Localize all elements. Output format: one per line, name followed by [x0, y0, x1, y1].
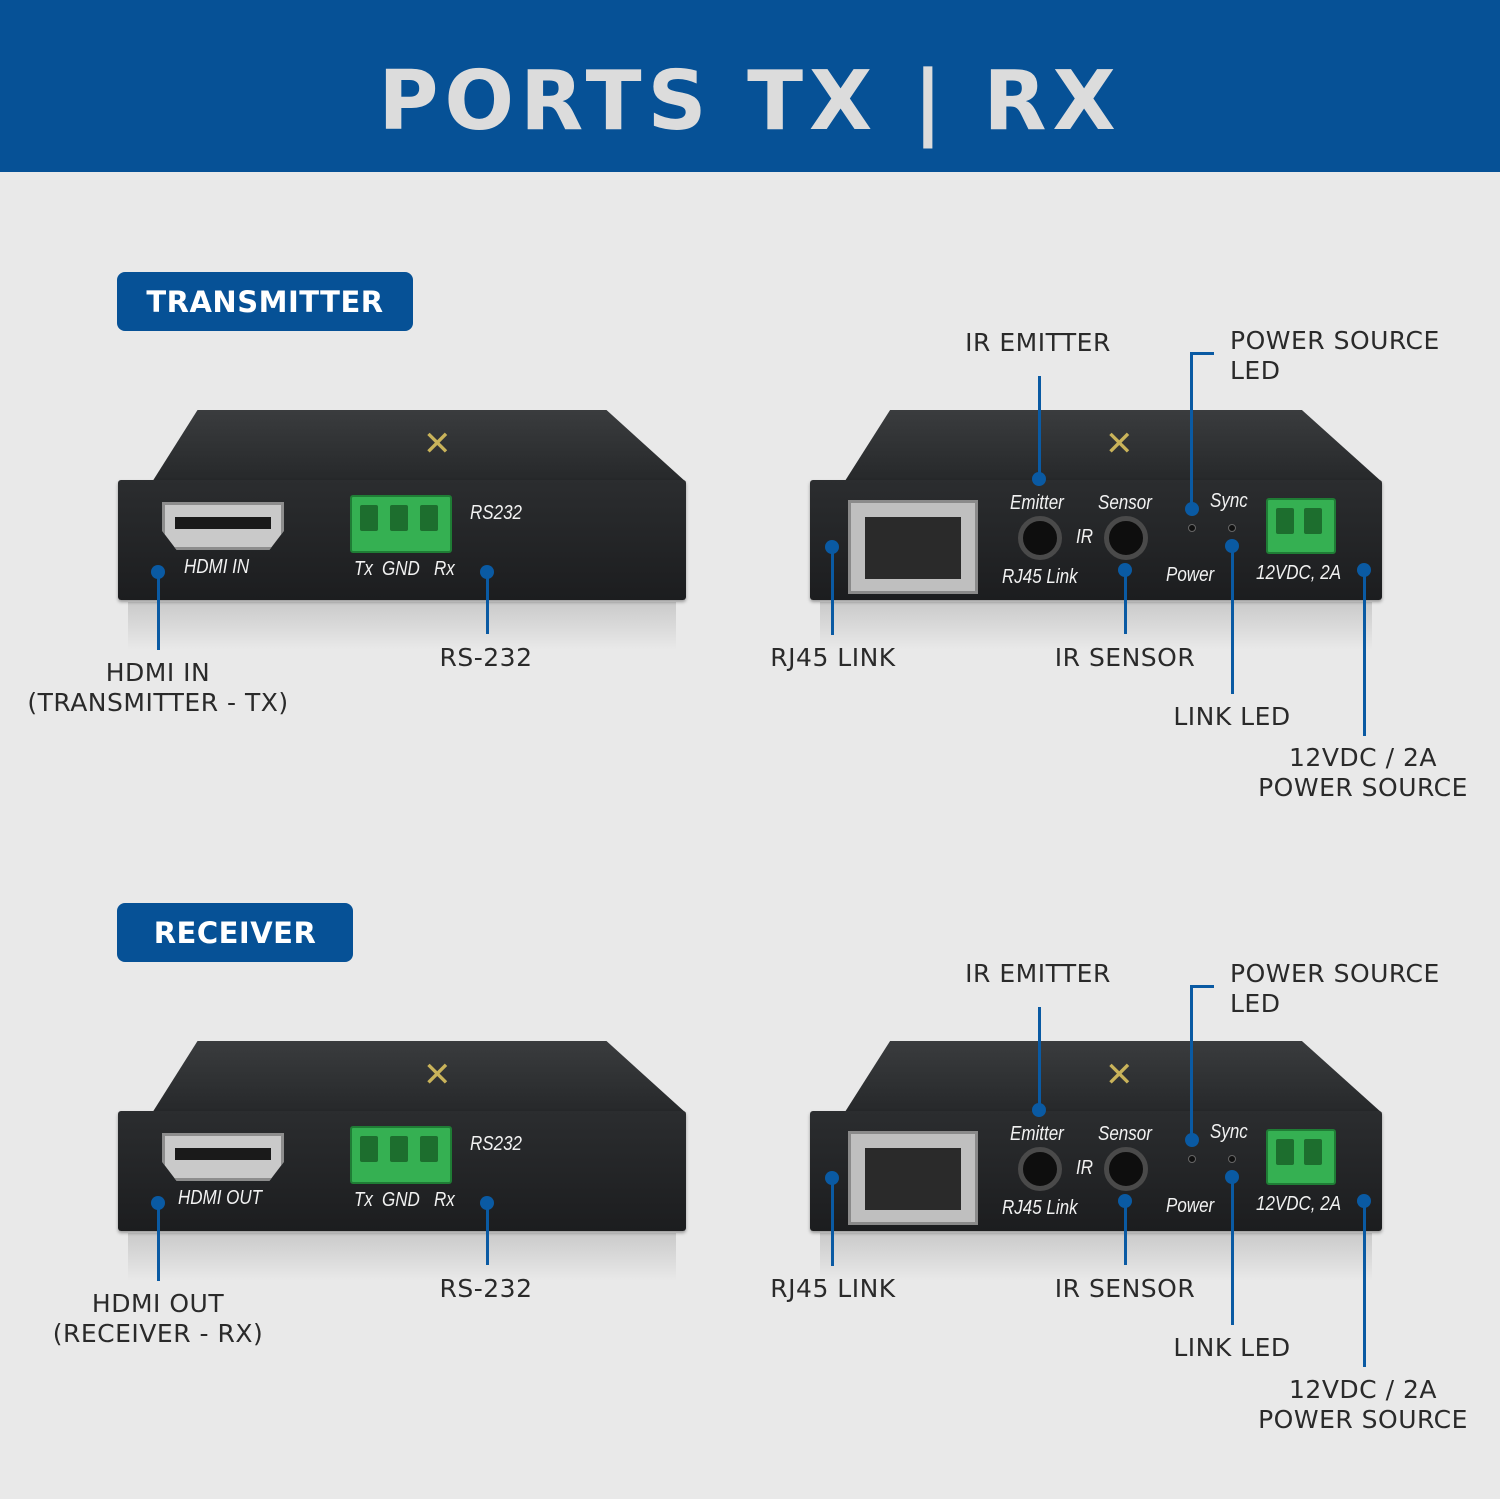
link-led-line: [1231, 546, 1234, 694]
transmitter-badge: TRANSMITTER: [117, 272, 413, 331]
power-device-label: Power: [1166, 1195, 1215, 1217]
hdmi-out-callout-line: [157, 1203, 160, 1281]
hdmi-port-label: HDMI OUT: [178, 1187, 263, 1209]
rs232-callout-line: [486, 1203, 489, 1265]
rs232-label: RS-232: [439, 643, 533, 672]
power-led-line-v: [1190, 352, 1193, 504]
power-rating-device-label: 12VDC, 2A: [1256, 562, 1342, 584]
rs232-port-label: RS232: [470, 502, 522, 524]
rs232-terminal-block: [350, 495, 452, 553]
sensor-label: Sensor: [1098, 1123, 1152, 1145]
hdmi-in-label: HDMI IN (TRANSMITTER - TX): [27, 658, 289, 717]
ir-label: IR: [1076, 526, 1093, 548]
device-logo: ✕: [423, 1055, 452, 1095]
power-source-led-label: POWER SOURCE LED: [1230, 959, 1440, 1018]
device-reflection: [820, 1233, 1372, 1281]
sync-led: [1228, 524, 1236, 532]
hdmi-out-label: HDMI OUT (RECEIVER - RX): [52, 1289, 264, 1348]
link-led-label: LINK LED: [1173, 1333, 1291, 1362]
receiver-badge: RECEIVER: [117, 903, 353, 962]
power-led: [1188, 1155, 1196, 1163]
link-led-line: [1231, 1177, 1234, 1325]
rj45-link-device-label: RJ45 Link: [1002, 1197, 1078, 1219]
device-logo: ✕: [1105, 424, 1134, 464]
power-led-line-v: [1190, 985, 1193, 1135]
device-reflection: [820, 602, 1372, 650]
sync-device-label: Sync: [1210, 490, 1248, 512]
ir-sensor-jack: [1104, 1147, 1148, 1191]
page-title: PORTS TX | RX: [378, 54, 1122, 149]
rs232-label: RS-232: [439, 1274, 533, 1303]
sync-led: [1228, 1155, 1236, 1163]
rj45-link-label: RJ45 LINK: [770, 1274, 896, 1303]
ir-emitter-label: IR EMITTER: [965, 959, 1111, 988]
power-terminal-block: [1266, 1129, 1336, 1185]
receiver-network-device: ✕ Emitter Sensor IR RJ45 Link Power Sync…: [810, 1041, 1382, 1281]
ir-emitter-dot: [1032, 472, 1046, 486]
rj45-port: [848, 500, 978, 594]
power-led-dot: [1185, 1133, 1199, 1147]
rs232-port-label: RS232: [470, 1133, 522, 1155]
transmitter-hdmi-device: ✕ HDMI IN RS232 Tx GND Rx: [118, 410, 686, 650]
power-terminal-block: [1266, 498, 1336, 554]
device-top-face: [152, 410, 686, 482]
ir-sensor-line: [1124, 1201, 1127, 1265]
power-rating-device-label: 12VDC, 2A: [1256, 1193, 1342, 1215]
rj45-port: [848, 1131, 978, 1225]
device-reflection: [128, 1233, 676, 1281]
hdmi-port: [162, 1133, 284, 1181]
emitter-label: Emitter: [1010, 492, 1064, 514]
rs232-callout-line: [486, 572, 489, 634]
ir-emitter-dot: [1032, 1103, 1046, 1117]
power-led-dot: [1185, 502, 1199, 516]
device-logo: ✕: [1105, 1055, 1134, 1095]
ir-sensor-line: [1124, 570, 1127, 634]
sync-device-label: Sync: [1210, 1121, 1248, 1143]
device-reflection: [128, 602, 676, 650]
rj45-link-label: RJ45 LINK: [770, 643, 896, 672]
power-source-line: [1363, 1201, 1366, 1367]
ir-emitter-line: [1038, 376, 1041, 476]
power-source-led-label: POWER SOURCE LED: [1230, 326, 1440, 385]
power-led-line-h: [1190, 352, 1214, 355]
receiver-hdmi-device: ✕ HDMI OUT RS232 Tx GND Rx: [118, 1041, 686, 1281]
rs232-terminal-block: [350, 1126, 452, 1184]
ir-emitter-label: IR EMITTER: [965, 328, 1111, 357]
device-logo: ✕: [423, 424, 452, 464]
transmitter-network-device: ✕ Emitter Sensor IR RJ45 Link Power Sync…: [810, 410, 1382, 650]
emitter-label: Emitter: [1010, 1123, 1064, 1145]
ir-emitter-jack: [1018, 516, 1062, 560]
power-device-label: Power: [1166, 564, 1215, 586]
rj45-link-device-label: RJ45 Link: [1002, 566, 1078, 588]
power-led: [1188, 524, 1196, 532]
rj45-link-line: [831, 1178, 834, 1266]
tx-pin-label: Tx: [354, 558, 373, 580]
header-banner: PORTS TX | RX: [0, 0, 1500, 172]
hdmi-callout-line: [157, 572, 160, 650]
hdmi-port-label: HDMI IN: [184, 556, 250, 578]
device-top-face: [844, 410, 1382, 482]
hdmi-port: [162, 502, 284, 550]
ir-emitter-jack: [1018, 1147, 1062, 1191]
sensor-label: Sensor: [1098, 492, 1152, 514]
device-top-face: [844, 1041, 1382, 1113]
rx-pin-label: Rx: [434, 558, 455, 580]
rj45-link-line: [831, 547, 834, 635]
device-top-face: [152, 1041, 686, 1113]
power-led-line-h: [1190, 985, 1214, 988]
ir-emitter-line: [1038, 1007, 1041, 1107]
ir-sensor-label: IR SENSOR: [1054, 1274, 1196, 1303]
power-source-line: [1363, 570, 1366, 736]
rx-pin-label: Rx: [434, 1189, 455, 1211]
power-source-label: 12VDC / 2A POWER SOURCE: [1258, 1375, 1468, 1434]
tx-pin-label: Tx: [354, 1189, 373, 1211]
ir-sensor-jack: [1104, 516, 1148, 560]
gnd-pin-label: GND: [382, 558, 420, 580]
link-led-label: LINK LED: [1173, 702, 1291, 731]
gnd-pin-label: GND: [382, 1189, 420, 1211]
power-source-label: 12VDC / 2A POWER SOURCE: [1258, 743, 1468, 802]
ir-label: IR: [1076, 1157, 1093, 1179]
ir-sensor-label: IR SENSOR: [1054, 643, 1196, 672]
